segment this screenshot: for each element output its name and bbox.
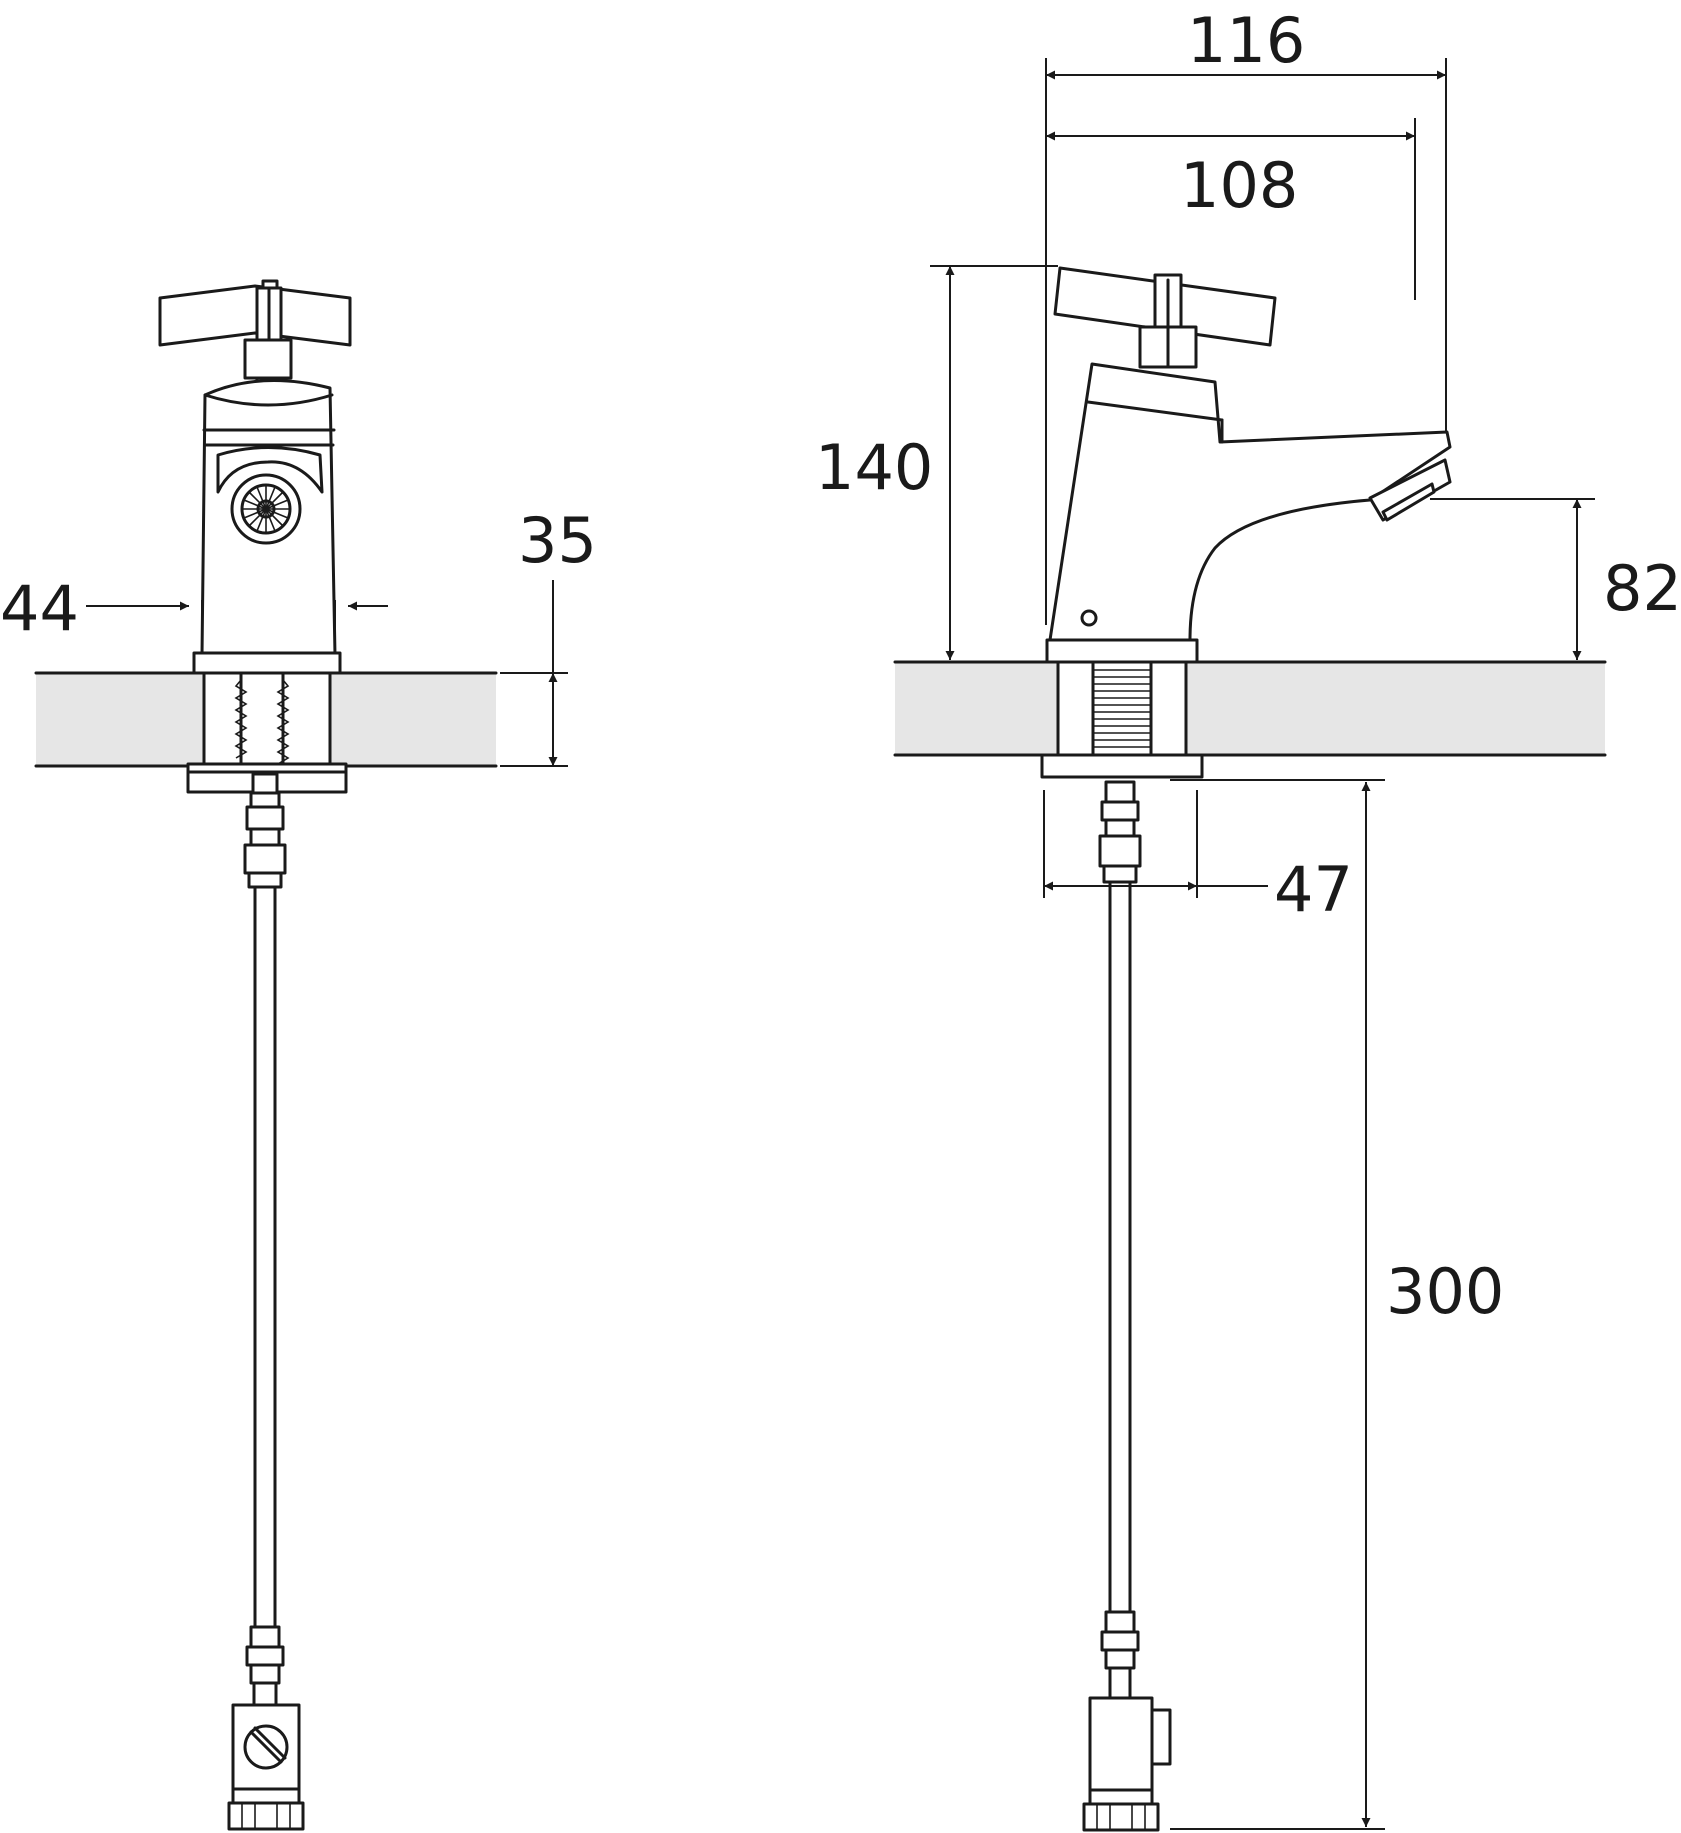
front-view-tap	[158, 279, 352, 1831]
dimension-47: 47	[1043, 790, 1353, 926]
dimension-44: 44	[0, 572, 388, 650]
dimension-82: 82	[1430, 498, 1681, 660]
dimension-label-47: 47	[1274, 853, 1353, 926]
aerator-front	[216, 446, 324, 545]
dimension-35: 35	[500, 504, 597, 767]
dimension-label-108: 108	[1180, 149, 1298, 222]
base-flange-front	[186, 651, 348, 794]
side-view-tap	[1040, 266, 1452, 1832]
dimension-140: 140	[815, 265, 1058, 660]
isolating-valve-side	[1082, 1696, 1172, 1832]
dimension-label-35: 35	[518, 504, 597, 577]
cross-handle-side	[1053, 266, 1277, 369]
tail-pipe-side	[1098, 780, 1142, 1702]
dimension-label-140: 140	[815, 431, 933, 504]
dimension-108: 108	[1046, 118, 1416, 300]
dimension-label-116: 116	[1187, 4, 1305, 77]
cross-handle-front	[158, 279, 352, 388]
dimension-300: 300	[1170, 779, 1504, 1830]
dimension-116: 116	[1045, 4, 1447, 625]
base-flange-side	[1040, 638, 1204, 779]
worktop-deck-right	[893, 660, 1607, 757]
isolating-valve-front	[227, 1703, 305, 1831]
spout-outlet-side	[1368, 458, 1452, 522]
dimension-label-44: 44	[0, 572, 79, 645]
dimension-label-300: 300	[1386, 1255, 1504, 1328]
tail-pipe-front	[243, 772, 287, 1709]
dimension-label-82: 82	[1603, 552, 1681, 625]
